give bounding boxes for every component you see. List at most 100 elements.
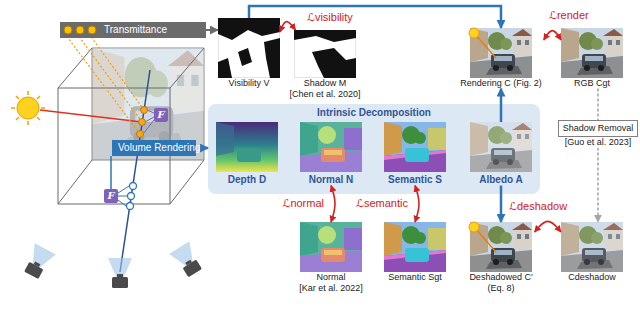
image-caption: RGB Cgt	[561, 78, 623, 89]
drawing-part	[170, 160, 204, 204]
visibility-image	[218, 18, 280, 78]
drawing-part	[16, 117, 19, 120]
image-caption: Normal N	[300, 172, 362, 186]
image-panel: Visibility V	[218, 18, 280, 89]
drawing-part	[117, 274, 123, 277]
connector	[331, 186, 335, 223]
sample-points	[137, 107, 148, 138]
panel-title: Intrinsic Decomposition	[208, 104, 540, 118]
connector	[500, 186, 503, 223]
loss-label: ℒnormal	[281, 197, 325, 210]
citation: [Chen et al. 2020]	[287, 89, 362, 100]
deshadow-image	[561, 222, 623, 272]
drawing-part	[58, 160, 92, 204]
image-panel: Cdeshadow	[561, 222, 623, 283]
image-caption: Depth D	[216, 172, 278, 186]
image-caption: Albedo A	[470, 172, 532, 186]
image-panel: Rendering C (Fig. 2)	[458, 28, 544, 89]
connector	[206, 29, 218, 31]
image-panel: Semantic S	[384, 122, 446, 186]
drawing-part	[110, 156, 112, 189]
drawing-part	[92, 38, 144, 110]
drawing-part	[41, 107, 45, 109]
loss-label: ℒvisibility	[306, 11, 354, 24]
drawing-part	[112, 277, 128, 288]
network-box: F	[104, 189, 118, 203]
deshadow-tint	[561, 222, 623, 272]
image-panel: Albedo A	[470, 122, 532, 186]
transmittance-samples	[64, 26, 96, 34]
camera-icon	[169, 241, 205, 279]
camera-icon	[108, 258, 132, 288]
drawing-part	[27, 91, 29, 95]
drawing-part	[37, 117, 40, 120]
connector	[204, 147, 208, 150]
process-box: Shadow Removal[Guo et al. 2023]	[558, 120, 639, 148]
network-box: F	[154, 108, 168, 122]
image-panel: Shadow M[Chen et al. 2020]	[287, 30, 362, 99]
drawing-part	[92, 48, 204, 160]
drawing-part	[11, 91, 45, 125]
connector	[597, 89, 599, 121]
sun-icon	[469, 28, 496, 58]
drawing-part	[27, 121, 29, 125]
drawing-part	[127, 203, 134, 210]
connector	[597, 148, 599, 223]
semantic-image	[384, 122, 446, 172]
transmittance-rays	[68, 38, 144, 134]
drawing-part	[17, 97, 39, 119]
connector	[249, 6, 501, 28]
drawing-part	[141, 107, 148, 114]
drawing-part	[88, 26, 96, 34]
drawing-part	[118, 200, 126, 206]
drawing-part	[170, 48, 204, 88]
citation: [Kar et al. 2022]	[297, 283, 365, 294]
albedo-image	[470, 122, 532, 172]
image-panel: Normal[Kar et al. 2022]	[297, 222, 365, 293]
light-ray	[40, 110, 142, 122]
drawing-part	[183, 260, 202, 278]
connector	[535, 221, 561, 232]
albedo-tint	[470, 122, 532, 172]
drawing-part	[130, 183, 137, 190]
image-panel: Semantic Sgt	[384, 222, 446, 283]
decomposition-panel: Intrinsic DecompositionDepth D Normal N Se…	[208, 104, 540, 194]
connector	[280, 22, 295, 32]
band-label: Volume Rendering	[118, 140, 204, 156]
camera-ray	[120, 70, 150, 272]
drawing-part	[80, 38, 142, 122]
image-panel: Deshadowed C′(Eq. 8)	[467, 222, 534, 293]
rgb-image	[561, 28, 623, 78]
image-caption: Rendering C (Fig. 2)	[458, 78, 544, 89]
image-caption: Deshadowed C′	[467, 272, 534, 283]
rendering-image	[470, 28, 532, 78]
loss-label: ℒsemantic	[355, 197, 409, 210]
drawing-part	[185, 260, 192, 266]
image-caption: Visibility V	[218, 78, 280, 89]
drawing-part	[76, 26, 84, 34]
drawing-part	[37, 96, 40, 99]
transmittance-band	[60, 22, 206, 38]
network-label: F	[104, 189, 118, 203]
connector	[500, 89, 503, 123]
drawing-part	[108, 258, 132, 277]
drawing-part	[147, 110, 154, 113]
drawing-part	[68, 38, 140, 134]
connector	[544, 31, 561, 40]
drawing-part	[11, 107, 15, 109]
volume-rendering-band: Volume Rendering	[112, 140, 204, 156]
drawing-part	[34, 262, 41, 267]
drawing-part	[469, 28, 479, 38]
drawing-part	[128, 193, 135, 200]
camera-icon	[21, 243, 56, 281]
shadow-image	[294, 30, 356, 78]
drawing-part	[64, 26, 72, 34]
drawing-part	[16, 96, 19, 99]
image-caption: Cdeshadow	[561, 272, 623, 283]
normal-gt-image	[300, 222, 362, 272]
